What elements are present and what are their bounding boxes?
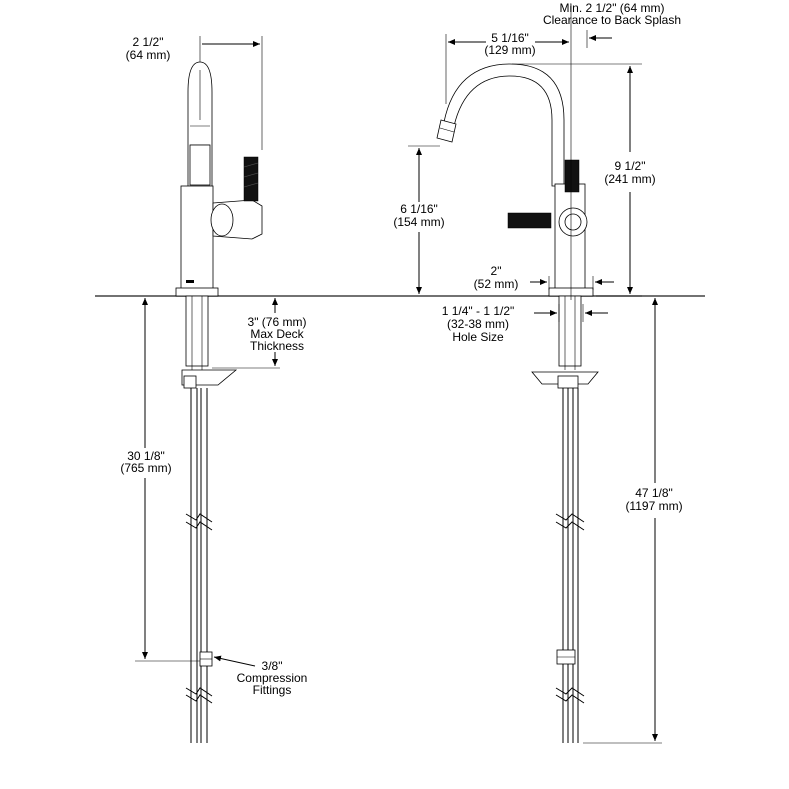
left-handle-width-imperial: 2 1/2" [133,35,164,49]
spout-reach-imperial: 5 1/16" [491,31,529,45]
max-deck-dimension: 3" (76 mm) Max Deck Thickness [212,298,307,369]
overall-height-dimension: 9 1/2" (241 mm) [512,63,656,297]
spout-height-imperial: 6 1/16" [400,202,438,216]
spout-reach-metric: (129 mm) [484,43,535,57]
right-supply-length-metric: (1197 mm) [625,499,682,513]
hole-size-line1: 1 1/4" - 1 1/2" [442,304,515,318]
spout-height-dimension: 6 1/16" (154 mm) [393,145,445,294]
base-diameter-dimension: 2" (52 mm) [474,264,614,291]
left-handle [243,156,259,202]
spout-reach-dimension: 5 1/16" (129 mm) [445,31,569,104]
left-supply-length-imperial: 30 1/8" [127,449,165,463]
compression-fittings-line2: Compression [237,671,308,685]
left-handle-width-metric: (64 mm) [126,48,171,62]
right-supply-length-dimension: 47 1/8" (1197 mm) [583,298,683,744]
compression-fittings-line3: Fittings [253,683,292,697]
max-deck-line2: Max Deck [250,327,304,341]
left-supply-length-metric: (765 mm) [120,461,171,475]
base-diameter-imperial: 2" [491,264,502,278]
max-deck-line3: Thickness [250,339,304,353]
hole-size-line2: (32-38 mm) [447,317,509,331]
backsplash-clearance-line2: Clearance to Back Splash [543,13,681,27]
hole-size-dimension: 1 1/4" - 1 1/2" (32-38 mm) Hole Size [442,304,608,344]
backsplash-clearance-dimension: Min. 2 1/2" (64 mm) Clearance to Back Sp… [543,1,681,300]
left-supply-length-dimension: 30 1/8" (765 mm) [120,298,200,662]
compression-fittings-label: 3/8" Compression Fittings [213,655,308,697]
max-deck-line1: 3" (76 mm) [248,315,307,329]
right-faucet-front-view [436,63,599,743]
compression-fittings-line1: 3/8" [262,659,283,673]
right-handle-vertical [564,159,580,193]
base-diameter-metric: (52 mm) [474,277,519,291]
right-handle-horizontal [507,212,552,229]
left-faucet-side-view [175,61,263,743]
overall-height-metric: (241 mm) [604,172,655,186]
spout-height-metric: (154 mm) [393,215,444,229]
backsplash-clearance-line1: Min. 2 1/2" (64 mm) [560,1,665,15]
left-handle-width-dimension: 2 1/2" (64 mm) [126,35,263,150]
right-supply-length-imperial: 47 1/8" [635,486,673,500]
hole-size-line3: Hole Size [452,330,504,344]
overall-height-imperial: 9 1/2" [615,159,646,173]
